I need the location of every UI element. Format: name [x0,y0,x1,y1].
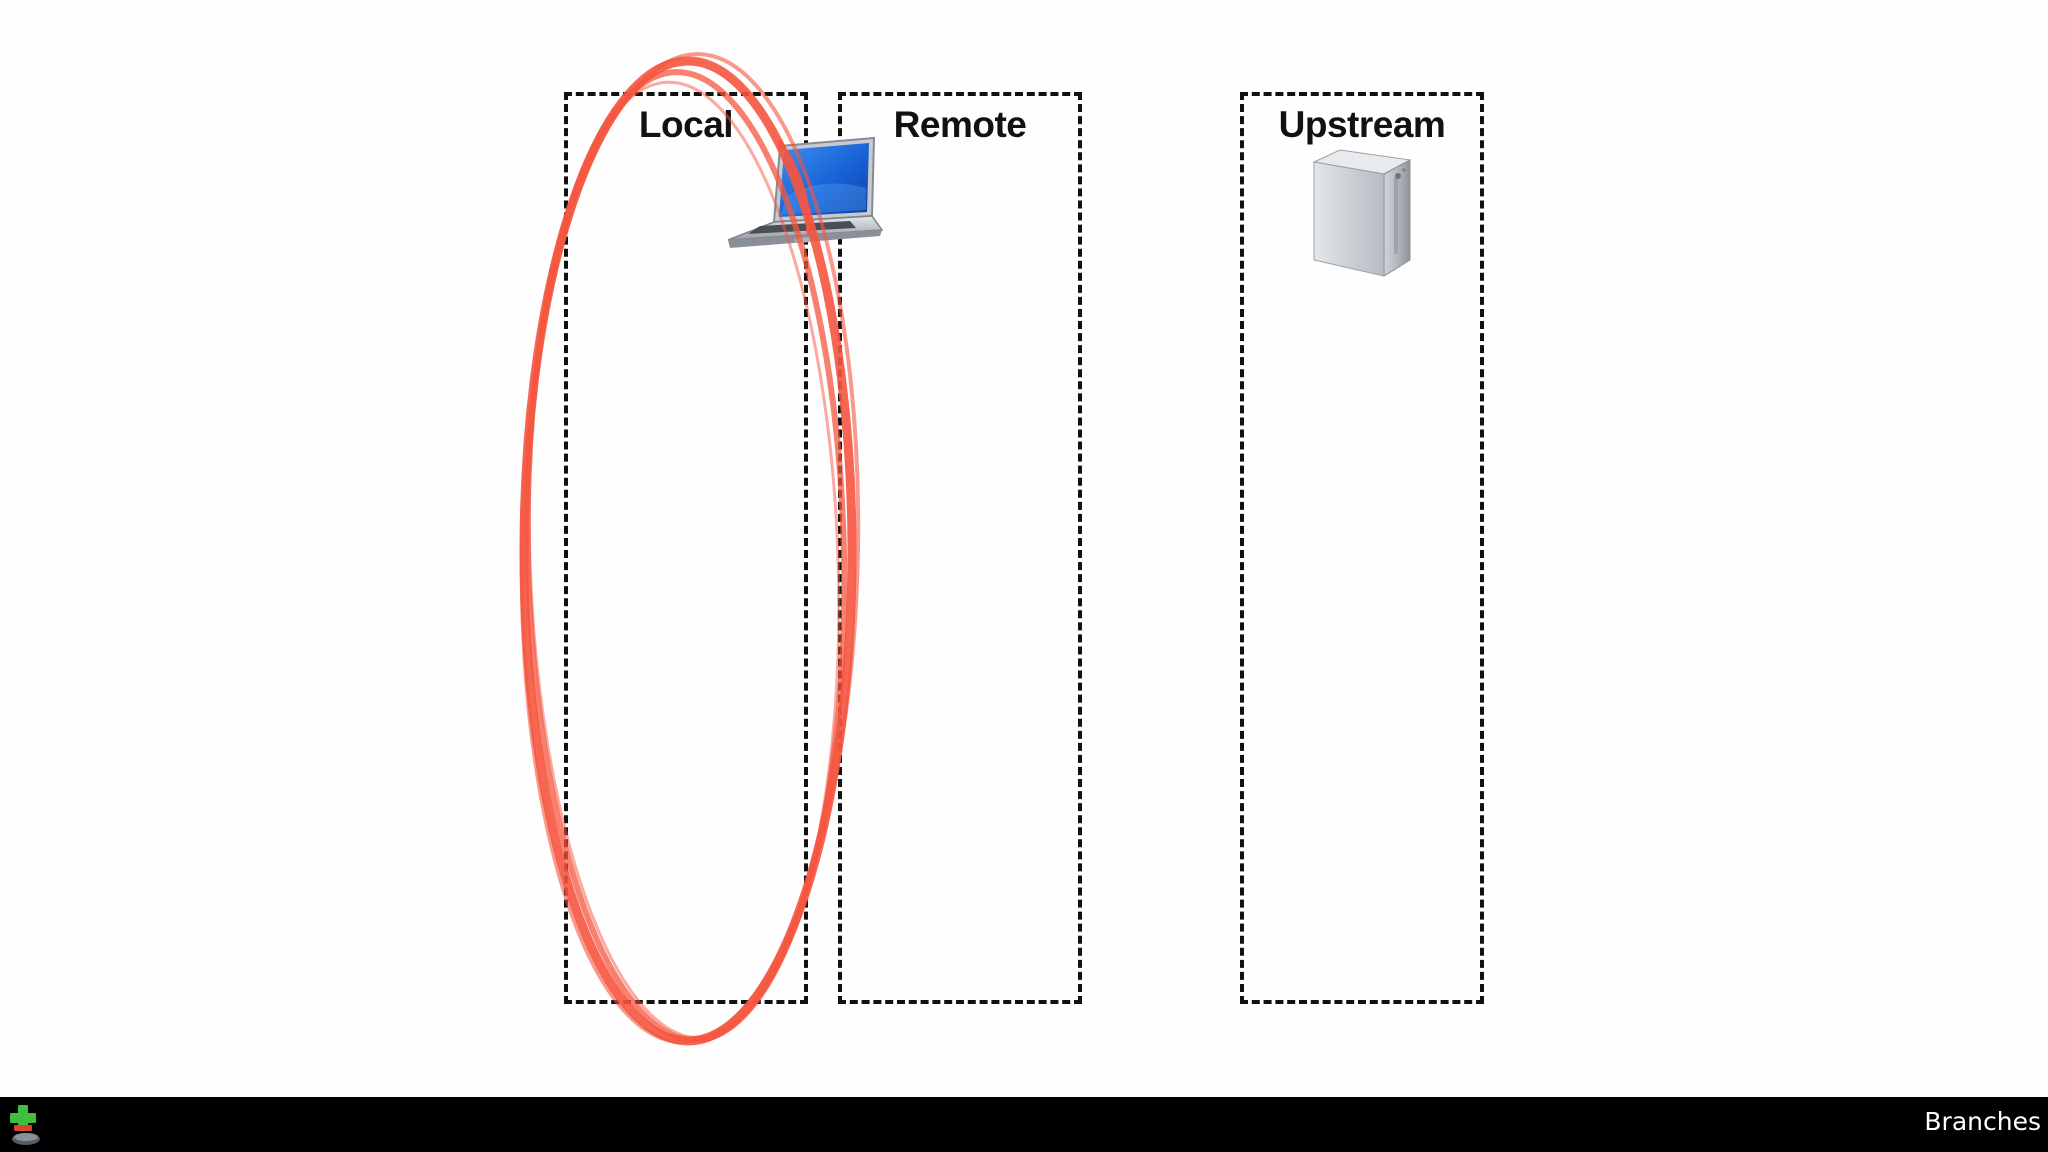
section-label: Branches [1924,1107,2041,1136]
add-remove-icon[interactable] [10,1103,50,1147]
bottom-bar: Branches [0,1097,2048,1152]
laptop-icon [724,136,884,252]
upstream-column-title: Upstream [1244,104,1480,146]
server-icon [1310,148,1420,278]
slide-canvas: Local Remote Upstream [0,0,2048,1097]
